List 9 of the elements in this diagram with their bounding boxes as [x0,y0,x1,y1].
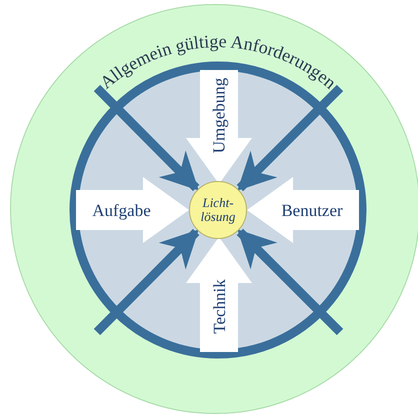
center-label: Licht-lösung [200,196,236,224]
arrow-label: Technik [210,279,228,334]
arrow-label: Aufgabe [92,202,151,218]
arrow-label: Benutzer [281,202,343,218]
arrow [236,84,344,192]
arrow-label: Umgebung [210,77,228,153]
arrow [94,84,200,192]
arrow [236,228,344,336]
arrow [94,228,200,336]
